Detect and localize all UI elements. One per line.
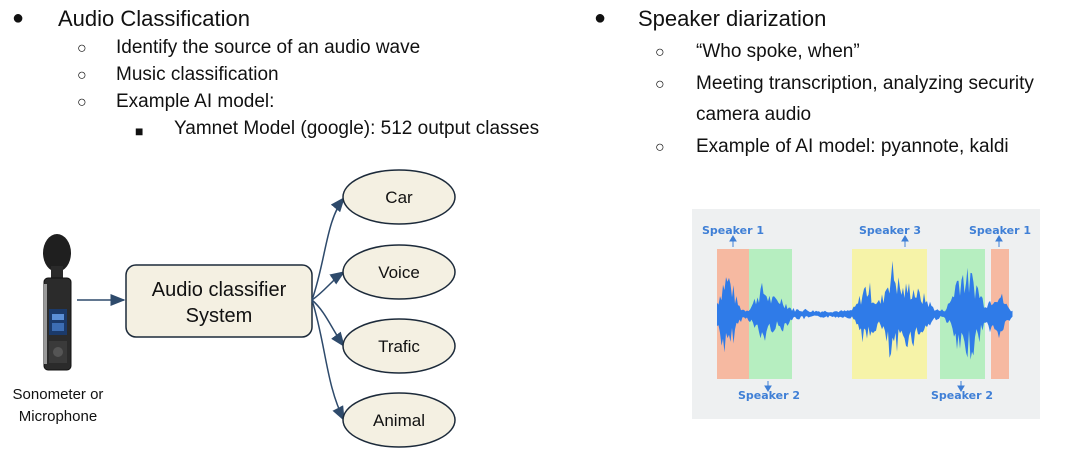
- device-caption: Sonometer or Microphone: [0, 384, 116, 428]
- output-voice: [342, 244, 456, 300]
- right-item-1: “Who spoke, when”: [696, 41, 860, 62]
- speaker-diarization-heading: Speaker diarization: [638, 6, 827, 31]
- left-item-2: Music classification: [116, 64, 279, 85]
- label-bottom-speaker2: Speaker 2: [738, 389, 800, 402]
- label-top-speaker1b: Speaker 1: [969, 224, 1031, 237]
- output-voice-label: Voice: [378, 263, 420, 282]
- arrow-to-voice: [311, 271, 346, 301]
- classifier-label-line1: Audio classifier: [152, 279, 287, 301]
- classifier-label-line2: System: [186, 305, 253, 327]
- bullet-circle: ○: [77, 67, 87, 84]
- device-caption-line1: Sonometer or: [12, 386, 104, 403]
- audio-waveform: [717, 260, 1013, 360]
- sonometer-icon: [43, 234, 72, 371]
- bullet-circle: ○: [77, 40, 87, 57]
- output-car-label: Car: [385, 188, 413, 207]
- output-trafic-label: Trafic: [378, 337, 420, 356]
- diarization-figure: Speaker 1 Speaker 3 Speaker 1 Speaker 2 …: [692, 209, 1040, 419]
- left-item-1: Identify the source of an audio wave: [116, 37, 421, 58]
- bullet-dot: ●: [594, 7, 607, 29]
- bullet-circle: ○: [655, 44, 665, 61]
- left-item-3: Example AI model:: [116, 91, 275, 112]
- bullet-circle: ○: [655, 76, 665, 93]
- arrow-to-animal: [311, 299, 345, 422]
- right-item-2-cont: camera audio: [696, 104, 812, 125]
- bullet-square: ■: [135, 123, 144, 139]
- output-animal: [342, 392, 456, 448]
- bullet-circle: ○: [77, 94, 87, 111]
- label-top-speaker3: Speaker 3: [859, 224, 921, 237]
- bullet-circle: ○: [655, 139, 665, 156]
- right-item-2: Meeting transcription, analyzing securit…: [696, 73, 1034, 94]
- audio-classification-heading: Audio Classification: [58, 6, 250, 31]
- output-car: [342, 169, 456, 225]
- label-bottom-speaker2b: Speaker 2: [931, 389, 993, 402]
- output-trafic: [342, 318, 456, 374]
- arrow-to-car: [311, 196, 345, 301]
- device-caption-line2: Microphone: [18, 408, 98, 425]
- left-subitem: Yamnet Model (google): 512 output classe…: [174, 118, 540, 139]
- arrow-to-trafic: [311, 299, 345, 348]
- output-animal-label: Animal: [373, 411, 425, 430]
- bullet-dot: ●: [12, 7, 25, 29]
- right-item-3: Example of AI model: pyannote, kaldi: [696, 136, 1009, 157]
- label-top-speaker1: Speaker 1: [702, 224, 764, 237]
